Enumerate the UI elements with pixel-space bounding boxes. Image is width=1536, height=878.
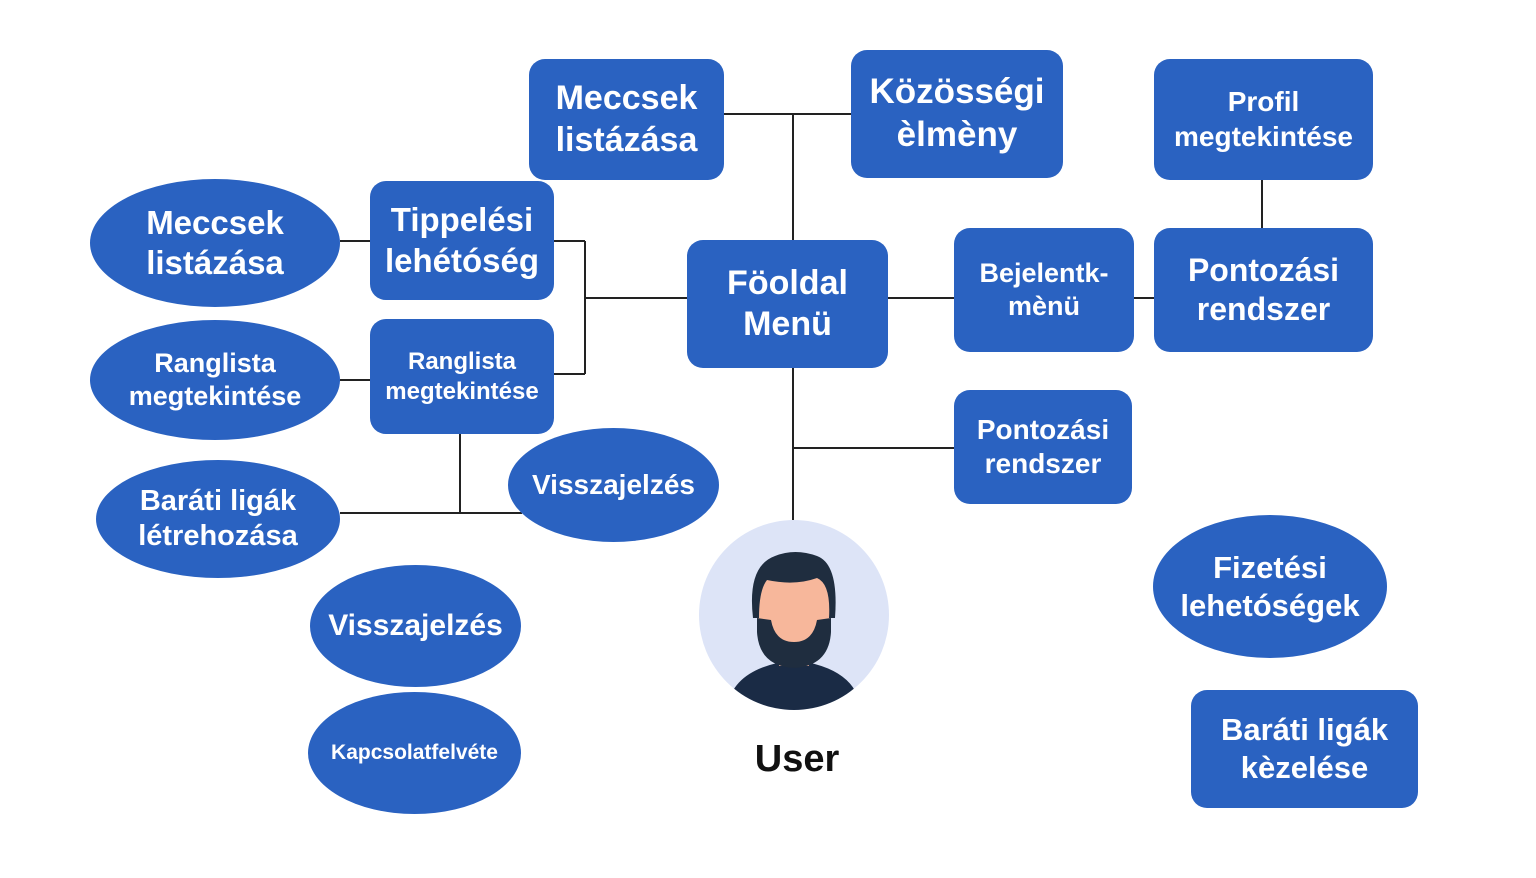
fizetesi-lehetosegek-label: Fizetési lehetóségek	[1180, 549, 1360, 623]
meccsek-listazasa-label: Meccsek listázása	[555, 79, 698, 159]
barati-ligak-letrehozasa-oval: Baráti ligák létrehozása	[96, 460, 340, 578]
user-label: User	[754, 738, 840, 780]
kapcsolatfelvetel-oval: Kapcsolatfelvéte	[308, 692, 521, 814]
pontozasi-rendszer-label: Pontozási rendszer	[976, 413, 1110, 479]
visszajelzes-oval-lower: Visszajelzés	[310, 565, 521, 687]
kozossegi-elmeny-label: Közösségi èlmèny	[869, 72, 1045, 154]
meccsek-listazasa-oval-label: Meccsek listázása	[146, 203, 284, 281]
profil-megtekintese-node: Profil megtekintése	[1154, 59, 1373, 180]
tippelesi-lehetoseg-node: Tippelési lehétóség	[370, 181, 554, 300]
visszajelzes-lower-label: Visszajelzés	[328, 608, 503, 642]
pontozasi-rendszer-node-right: Pontozási rendszer	[1154, 228, 1373, 352]
ranglista-megtekintese-node: Ranglista megtekintése	[370, 319, 554, 434]
fizetesi-lehetosegek-oval: Fizetési lehetóségek	[1153, 515, 1387, 658]
barati-ligak-letrehozasa-label: Baráti ligák létrehozása	[138, 484, 298, 552]
tippelesi-lehetoseg-label: Tippelési lehétóség	[384, 201, 540, 279]
ranglista-megtekintese-oval-label: Ranglista megtekintése	[128, 348, 302, 411]
ranglista-megtekintese-oval: Ranglista megtekintése	[90, 320, 340, 440]
bejelentkezes-menu-label: Bejelentk- mènü	[979, 258, 1109, 321]
kapcsolatfelvetel-label: Kapcsolatfelvéte	[331, 741, 498, 765]
visszajelzes-label: Visszajelzés	[532, 468, 695, 500]
profil-megtekintese-label: Profil megtekintése	[1174, 86, 1353, 152]
bejelentkezes-menu-node: Bejelentk- mènü	[954, 228, 1134, 352]
visszajelzes-oval: Visszajelzés	[508, 428, 719, 542]
user-avatar-icon	[699, 520, 889, 710]
meccsek-listazasa-oval: Meccsek listázása	[90, 179, 340, 307]
pontozasi-rendszer-right-label: Pontozási rendszer	[1187, 251, 1340, 327]
barati-ligak-kezelese-label: Baráti ligák kèzelése	[1220, 712, 1389, 785]
ranglista-megtekintese-label: Ranglista megtekintése	[385, 348, 539, 405]
pontozasi-rendszer-node: Pontozási rendszer	[954, 390, 1132, 504]
meccsek-listazasa-node: Meccsek listázása	[529, 59, 724, 180]
barati-ligak-kezelese-node: Baráti ligák kèzelése	[1191, 690, 1418, 808]
kozossegi-elmeny-node: Közösségi èlmèny	[851, 50, 1063, 178]
fooldal-menu-node: Föoldal Menü	[687, 240, 888, 368]
fooldal-menu-label: Föoldal Menü	[727, 263, 848, 343]
